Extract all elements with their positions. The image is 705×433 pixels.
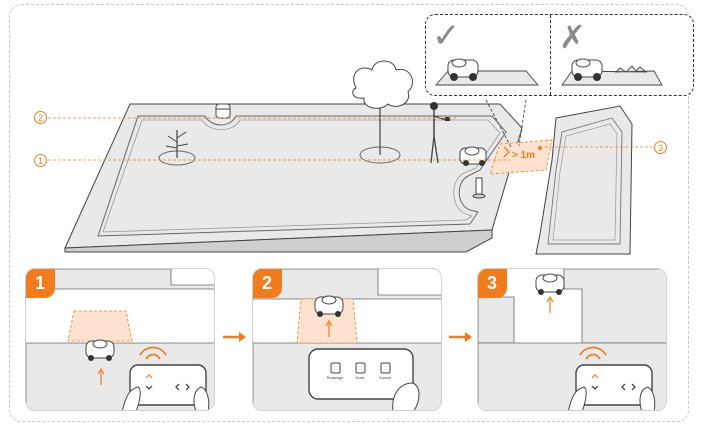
corridor-dot	[538, 146, 542, 150]
mower-rough	[571, 58, 603, 81]
mower	[535, 273, 565, 295]
marker-1: 1	[34, 154, 47, 167]
phone	[121, 364, 210, 410]
step-badge-3: 3	[478, 269, 507, 298]
reassign-label: Reassign	[327, 375, 344, 380]
mower	[85, 339, 115, 361]
callout-line	[485, 99, 512, 148]
mower	[314, 295, 344, 317]
charging-post	[472, 177, 486, 199]
dock-label: Dock	[355, 375, 364, 380]
plant	[158, 130, 196, 166]
inset-scene	[435, 58, 663, 86]
marker-3: 3	[654, 141, 667, 154]
station	[215, 103, 231, 119]
step-1-scene	[26, 269, 214, 410]
checkmark-icon: ✓	[432, 16, 461, 56]
step-2-scene: Reassign Dock Cancel	[253, 269, 441, 410]
terrain-comparison-inset: ✓ ✗	[425, 14, 694, 96]
distance-label: > 1m	[512, 150, 536, 161]
rough-ground	[561, 65, 663, 86]
cross-icon: ✗	[559, 18, 586, 56]
secondary-lawn	[535, 105, 633, 255]
step-3-scene	[478, 269, 666, 410]
step-panel-3: 3	[477, 268, 667, 411]
marker-2: 2	[34, 111, 47, 124]
main-lawn	[64, 103, 523, 253]
distance-arrow	[503, 146, 510, 158]
cancel-label: Cancel	[379, 375, 392, 380]
inset-divider	[550, 15, 551, 95]
mower	[459, 146, 487, 166]
step-badge-1: 1	[26, 269, 55, 298]
step-panel-2: Reassign Dock Cancel 2	[252, 268, 442, 411]
phone	[308, 348, 420, 410]
phone	[567, 364, 656, 410]
callout-line	[518, 99, 527, 147]
mower-flat	[447, 58, 479, 81]
arrow-icon	[449, 332, 472, 342]
arrow-icon	[223, 332, 246, 342]
step-panel-1: 1	[25, 268, 215, 411]
tree	[352, 60, 413, 164]
outer-frame	[9, 4, 689, 422]
step-badge-2: 2	[253, 269, 282, 298]
